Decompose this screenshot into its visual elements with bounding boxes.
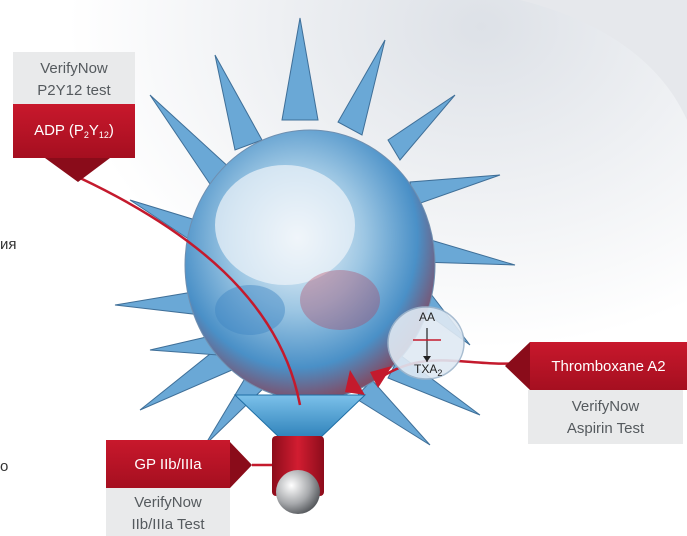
adp-pointer — [45, 158, 110, 182]
gp-test-box: VerifyNow IIb/IIIa Test — [106, 488, 230, 536]
cut-text-fragment-2: о — [0, 458, 8, 475]
txa-label: TXA2 — [414, 362, 442, 378]
adp-test-line2: P2Y12 test — [13, 80, 135, 102]
adp-test-line1: VerifyNow — [13, 58, 135, 80]
txa-pointer — [505, 342, 530, 390]
thromboxane-receptor-box: Thromboxane A2 — [530, 342, 687, 390]
cut-text-fragment-1: ия — [0, 236, 17, 253]
gp-receptor-box: GP IIb/IIIa — [106, 440, 230, 488]
thromboxane-receptor-label: Thromboxane A2 — [551, 358, 665, 375]
gp-pointer — [230, 442, 252, 488]
aspirin-test-box: VerifyNow Aspirin Test — [528, 390, 683, 444]
aa-label: AA — [419, 310, 435, 324]
adp-receptor-box: ADP (P2Y12) — [13, 104, 135, 158]
gp-receptor-label: GP IIb/IIIa — [134, 456, 201, 473]
fibrinogen-ball — [276, 470, 320, 514]
txa-subscript: 2 — [437, 368, 442, 378]
txa-text: TXA — [414, 362, 437, 376]
gp-test-line2: IIb/IIIa Test — [106, 514, 230, 536]
adp-test-box: VerifyNow P2Y12 test — [13, 52, 135, 104]
adp-receptor-label: ADP (P2Y12) — [34, 122, 114, 140]
gp-test-line1: VerifyNow — [106, 492, 230, 514]
aspirin-test-line2: Aspirin Test — [528, 418, 683, 440]
aspirin-test-line1: VerifyNow — [528, 396, 683, 418]
